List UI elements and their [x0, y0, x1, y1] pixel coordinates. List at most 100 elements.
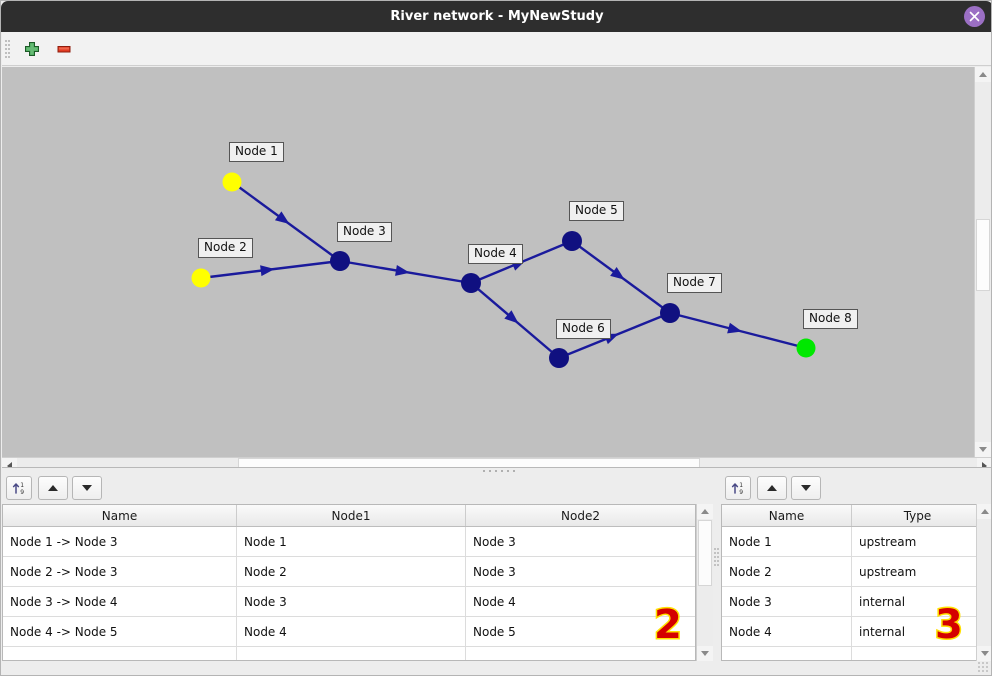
column-header[interactable]: Node2 — [561, 508, 600, 523]
graph-node-label[interactable]: Node 6 — [556, 319, 611, 339]
network-graph-svg — [191, 172, 816, 368]
sort-icon: 1 9 — [12, 482, 24, 496]
svg-text:9: 9 — [739, 489, 743, 496]
table-cell[interactable]: Node 3 — [473, 534, 516, 549]
graph-node-node-5[interactable] — [562, 231, 582, 251]
table-cell[interactable]: internal — [859, 594, 906, 609]
scroll-thumb[interactable] — [976, 219, 990, 291]
scroll-up-icon[interactable] — [977, 504, 991, 519]
move-up-button[interactable] — [38, 476, 68, 500]
network-graph-canvas[interactable]: Node 1 Node 2 Node 3 Node 4 Node 5 Node 6 Node… — [2, 67, 991, 457]
scroll-up-icon[interactable] — [975, 67, 991, 82]
table-cell[interactable]: Node 4 — [722, 617, 852, 646]
scroll-down-icon[interactable] — [697, 646, 713, 661]
title-bar: River network - MyNewStudy — [1, 1, 991, 32]
panel-splitter[interactable] — [2, 467, 991, 474]
resize-grip[interactable] — [978, 662, 989, 673]
plus-icon — [25, 42, 39, 56]
close-icon[interactable] — [964, 6, 985, 27]
scroll-down-icon[interactable] — [977, 646, 991, 661]
scroll-up-icon[interactable] — [697, 504, 713, 519]
add-node-button[interactable] — [19, 36, 45, 62]
graph-node-node-3[interactable] — [330, 251, 350, 271]
column-header[interactable]: Name — [3, 505, 237, 526]
table-cell[interactable]: Node 3 — [722, 587, 852, 616]
graph-node-node-7[interactable] — [660, 303, 680, 323]
graph-node-label[interactable]: Node 2 — [198, 238, 253, 258]
table-row[interactable]: Node 1 upstream — [722, 527, 983, 557]
move-down-button[interactable] — [72, 476, 102, 500]
table-cell[interactable]: upstream — [859, 564, 917, 579]
callout-2: 2 — [653, 602, 684, 648]
table-cell[interactable]: Node 3 — [473, 564, 516, 579]
table-row[interactable] — [3, 647, 695, 660]
table-cell[interactable]: Node 2 — [722, 557, 852, 586]
table-row[interactable]: Node 2 upstream — [722, 557, 983, 587]
graph-node-node-2[interactable] — [191, 268, 211, 288]
graph-node-label[interactable]: Node 5 — [569, 201, 624, 221]
toolbar-grip[interactable] — [5, 40, 10, 58]
table-cell[interactable]: Node 2 — [237, 557, 466, 586]
table-cell[interactable]: upstream — [859, 534, 917, 549]
sort-button[interactable]: 1 9 — [6, 476, 32, 500]
nodes-toolbar: 1 9 — [713, 474, 991, 504]
scroll-trough[interactable] — [977, 519, 991, 646]
table-cell[interactable]: Node 4 -> Node 5 — [3, 617, 237, 646]
splitter-grip — [483, 470, 517, 473]
table-cell[interactable]: Node 5 — [473, 624, 516, 639]
table-cell — [237, 647, 466, 660]
graph-edge-arrow — [274, 211, 290, 225]
scroll-thumb[interactable] — [698, 520, 712, 586]
table-row[interactable]: Node 3 internal — [722, 587, 983, 617]
move-up-button[interactable] — [757, 476, 787, 500]
graph-edge-arrow — [260, 265, 275, 277]
graph-vertical-scrollbar[interactable] — [974, 67, 991, 457]
graph-node-node-1[interactable] — [222, 172, 242, 192]
table-row[interactable]: Node 4 internal — [722, 617, 983, 647]
table-cell[interactable]: Node 1 — [722, 527, 852, 556]
graph-node-label[interactable]: Node 8 — [803, 309, 858, 329]
remove-node-button[interactable] — [51, 36, 77, 62]
sort-button[interactable]: 1 9 — [725, 476, 751, 500]
nodes-table-header: Name Type — [722, 505, 983, 527]
graph-edge-arrow — [610, 266, 625, 280]
move-down-button[interactable] — [791, 476, 821, 500]
graph-node-label[interactable]: Node 3 — [337, 222, 392, 242]
graph-node-node-6[interactable] — [549, 348, 569, 368]
column-header[interactable]: Node1 — [237, 505, 466, 526]
window-title: River network - MyNewStudy — [390, 9, 604, 24]
table-cell[interactable]: Node 3 — [237, 587, 466, 616]
graph-node-label[interactable]: Node 4 — [468, 244, 523, 264]
sort-icon: 1 9 — [731, 482, 743, 496]
reaches-vertical-scrollbar[interactable] — [696, 504, 713, 661]
table-cell[interactable]: Node 1 — [237, 527, 466, 556]
graph-node-node-4[interactable] — [461, 273, 481, 293]
minus-icon — [57, 46, 71, 53]
column-header[interactable]: Type — [903, 508, 932, 523]
reaches-toolbar: 1 9 — [2, 474, 713, 504]
pane-splitter-grip[interactable] — [714, 548, 719, 570]
table-cell[interactable]: Node 2 -> Node 3 — [3, 557, 237, 586]
graph-node-label[interactable]: Node 7 — [667, 273, 722, 293]
scroll-down-icon[interactable] — [975, 442, 991, 457]
nodes-vertical-scrollbar[interactable] — [976, 504, 991, 661]
table-cell[interactable]: internal — [859, 624, 906, 639]
table-cell[interactable]: Node 4 — [237, 617, 466, 646]
arrow-down-icon — [801, 485, 811, 491]
table-row[interactable] — [722, 647, 983, 660]
table-cell[interactable]: Node 3 -> Node 4 — [3, 587, 237, 616]
graph-node-node-8[interactable] — [796, 338, 816, 358]
graph-node-label[interactable]: Node 1 — [229, 142, 284, 162]
table-cell[interactable]: Node 1 -> Node 3 — [3, 527, 237, 556]
column-header[interactable]: Name — [722, 505, 852, 526]
table-cell[interactable]: Node 4 — [473, 594, 516, 609]
